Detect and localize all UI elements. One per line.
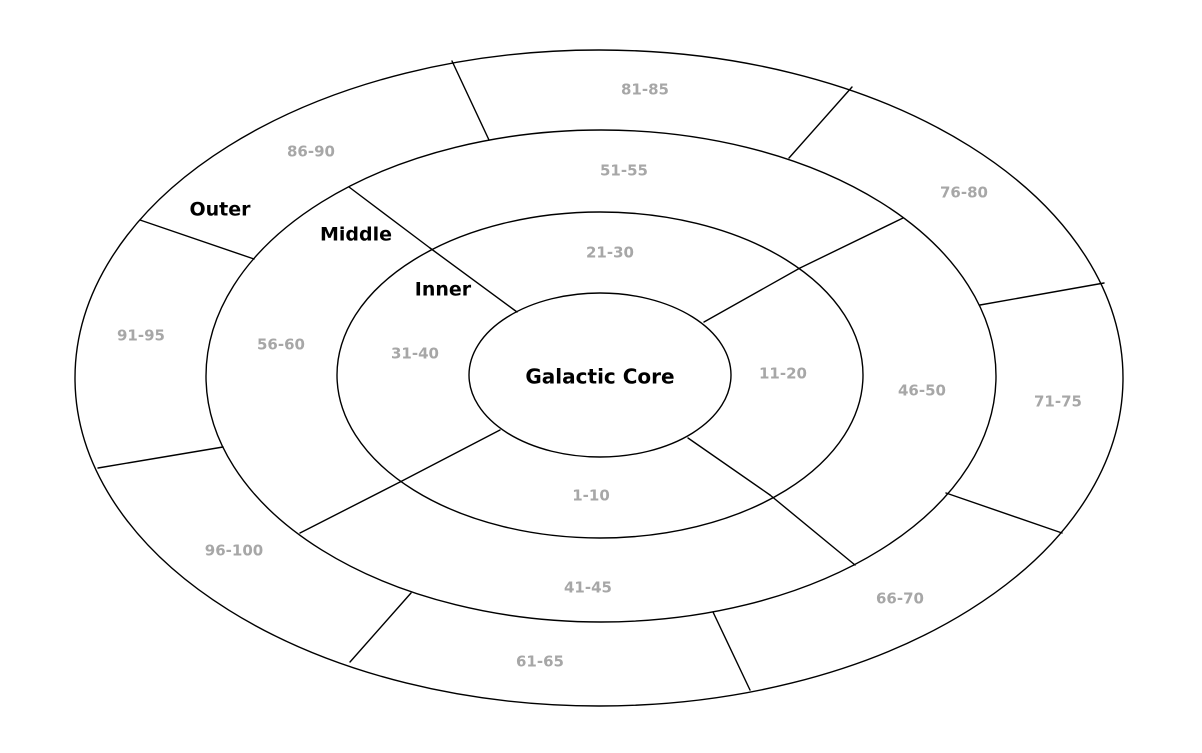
- outer-divider-bottom-right: [712, 611, 751, 691]
- range-label-96-100: 96-100: [205, 542, 263, 560]
- range-label-61-65: 61-65: [516, 653, 564, 671]
- inner-divider-lower-left: [399, 429, 501, 483]
- middle-divider-upper-left: [348, 186, 431, 249]
- middle-divider-lower-right: [769, 494, 856, 566]
- zone-label-inner: Inner: [415, 279, 472, 301]
- range-label-76-80: 76-80: [940, 184, 988, 202]
- range-label-41-45: 41-45: [564, 579, 612, 597]
- range-label-1-10: 1-10: [572, 487, 610, 505]
- middle-ring: [205, 129, 997, 623]
- zone-label-middle: Middle: [320, 224, 392, 246]
- middle-divider-upper-right: [799, 217, 904, 269]
- galactic-core-label: Galactic Core: [525, 365, 674, 389]
- inner-divider-upper-left: [429, 247, 518, 313]
- outer-ring: [74, 49, 1124, 707]
- range-label-81-85: 81-85: [621, 81, 669, 99]
- range-label-86-90: 86-90: [287, 143, 335, 161]
- range-label-21-30: 21-30: [586, 244, 634, 262]
- range-label-66-70: 66-70: [876, 590, 924, 608]
- outer-divider-lower-left: [97, 446, 224, 469]
- range-label-31-40: 31-40: [391, 345, 439, 363]
- outer-divider-lower-right: [945, 492, 1063, 534]
- outer-divider-top-right: [788, 86, 853, 159]
- outer-divider-upper-left: [139, 219, 255, 260]
- inner-ring: [336, 211, 864, 539]
- inner-divider-lower-right: [687, 437, 771, 496]
- outer-divider-bottom-left: [349, 592, 412, 663]
- range-label-51-55: 51-55: [600, 162, 648, 180]
- range-label-56-60: 56-60: [257, 336, 305, 354]
- range-label-71-75: 71-75: [1034, 393, 1082, 411]
- range-label-11-20: 11-20: [759, 365, 807, 383]
- zone-label-outer: Outer: [189, 199, 251, 221]
- middle-divider-lower-left: [299, 481, 401, 534]
- range-label-91-95: 91-95: [117, 327, 165, 345]
- outer-divider-top-left: [451, 60, 490, 141]
- outer-divider-upper-right: [979, 282, 1105, 306]
- galactic-core-ellipse: [468, 292, 732, 458]
- range-label-46-50: 46-50: [898, 382, 946, 400]
- inner-divider-upper-right: [703, 267, 801, 323]
